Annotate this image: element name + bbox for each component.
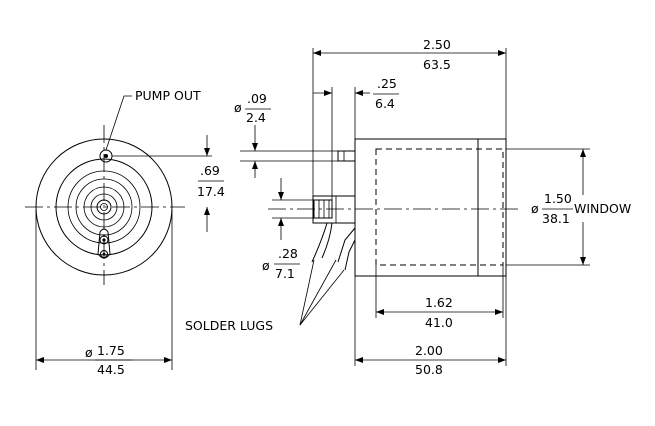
pump-out-label: PUMP OUT [135, 88, 201, 103]
lug-offset-inch: .25 [377, 76, 397, 91]
overall-length-mm: 63.5 [423, 57, 451, 72]
stem-block [312, 195, 356, 224]
stem-dia-mm: 7.1 [275, 266, 295, 281]
window-hidden-outline [375, 148, 504, 266]
lug-offset-mm: 6.4 [375, 96, 395, 111]
face-dia-arrow-right [164, 357, 172, 363]
body-length-mm: 50.8 [415, 362, 443, 377]
stem-dia-arrow-bottom [278, 218, 284, 226]
pump-dia-symbol: ø [234, 100, 242, 115]
window-arrow-bottom [580, 257, 586, 265]
solder-lug-wire-3 [344, 239, 356, 271]
pump-offset-mm: 17.4 [197, 184, 225, 199]
solder-lugs-leader-3 [299, 269, 345, 326]
window-length-arrow-left [376, 309, 384, 315]
pump-offset-inch: .69 [200, 163, 220, 178]
overall-arrow-left [313, 50, 321, 56]
stem-dia-symbol: ø [262, 258, 270, 273]
pump-out-tube [337, 150, 356, 162]
window-dia-inch: 1.50 [544, 191, 572, 206]
stem-dia-inch: .28 [278, 246, 298, 261]
pump-dia-inch: .09 [247, 91, 267, 106]
pump-dia-arrow-bottom [252, 161, 258, 169]
window-dia-symbol: ø [531, 201, 539, 216]
stem-dia-arrow-top [278, 192, 284, 200]
window-label: WINDOW [574, 201, 631, 216]
window-arrow-top [580, 149, 586, 157]
face-dia-mm: 44.5 [97, 362, 125, 377]
tube-body [354, 138, 507, 277]
pump-offset-arrow-bottom [204, 207, 210, 215]
solder-lugs-leader-2 [299, 259, 337, 326]
overall-arrow-right [498, 50, 506, 56]
pump-out-leader [105, 95, 132, 151]
solder-lug-wire-1 [311, 222, 328, 263]
overall-length-inch: 2.50 [423, 37, 451, 52]
pump-offset-arrow-top [204, 148, 210, 156]
pump-dia-arrow-top [252, 143, 258, 151]
body-length-arrow-right [498, 357, 506, 363]
face-dia-inch: 1.75 [97, 343, 125, 358]
body-length-arrow-left [355, 357, 363, 363]
solder-lugs-label: SOLDER LUGS [185, 318, 273, 333]
pump-dia-mm: 2.4 [246, 110, 266, 125]
front-view: PUMP OUT .69 17.4 ø 1.75 44.5 [25, 88, 225, 377]
face-dia-symbol: ø [85, 345, 93, 360]
window-length-inch: 1.62 [425, 295, 453, 310]
face-dia-arrow-left [36, 357, 44, 363]
solder-lug-wire-1b [321, 222, 333, 259]
window-length-mm: 41.0 [425, 315, 453, 330]
side-view: SOLDER LUGS 2.50 63.5 .25 6.4 ø .09 2.4 [185, 37, 631, 377]
window-dia-mm: 38.1 [542, 211, 570, 226]
lug-offset-arrow-right [355, 90, 363, 96]
lug-hole-1-dot [102, 238, 106, 242]
pump-out-hole [104, 154, 108, 158]
lower-lug [97, 228, 111, 259]
solder-lugs-leader-1 [299, 259, 315, 326]
body-length-inch: 2.00 [415, 343, 443, 358]
lug-offset-arrow-left [324, 90, 332, 96]
solder-lug-wire-2 [337, 227, 356, 263]
window-length-arrow-right [495, 309, 503, 315]
